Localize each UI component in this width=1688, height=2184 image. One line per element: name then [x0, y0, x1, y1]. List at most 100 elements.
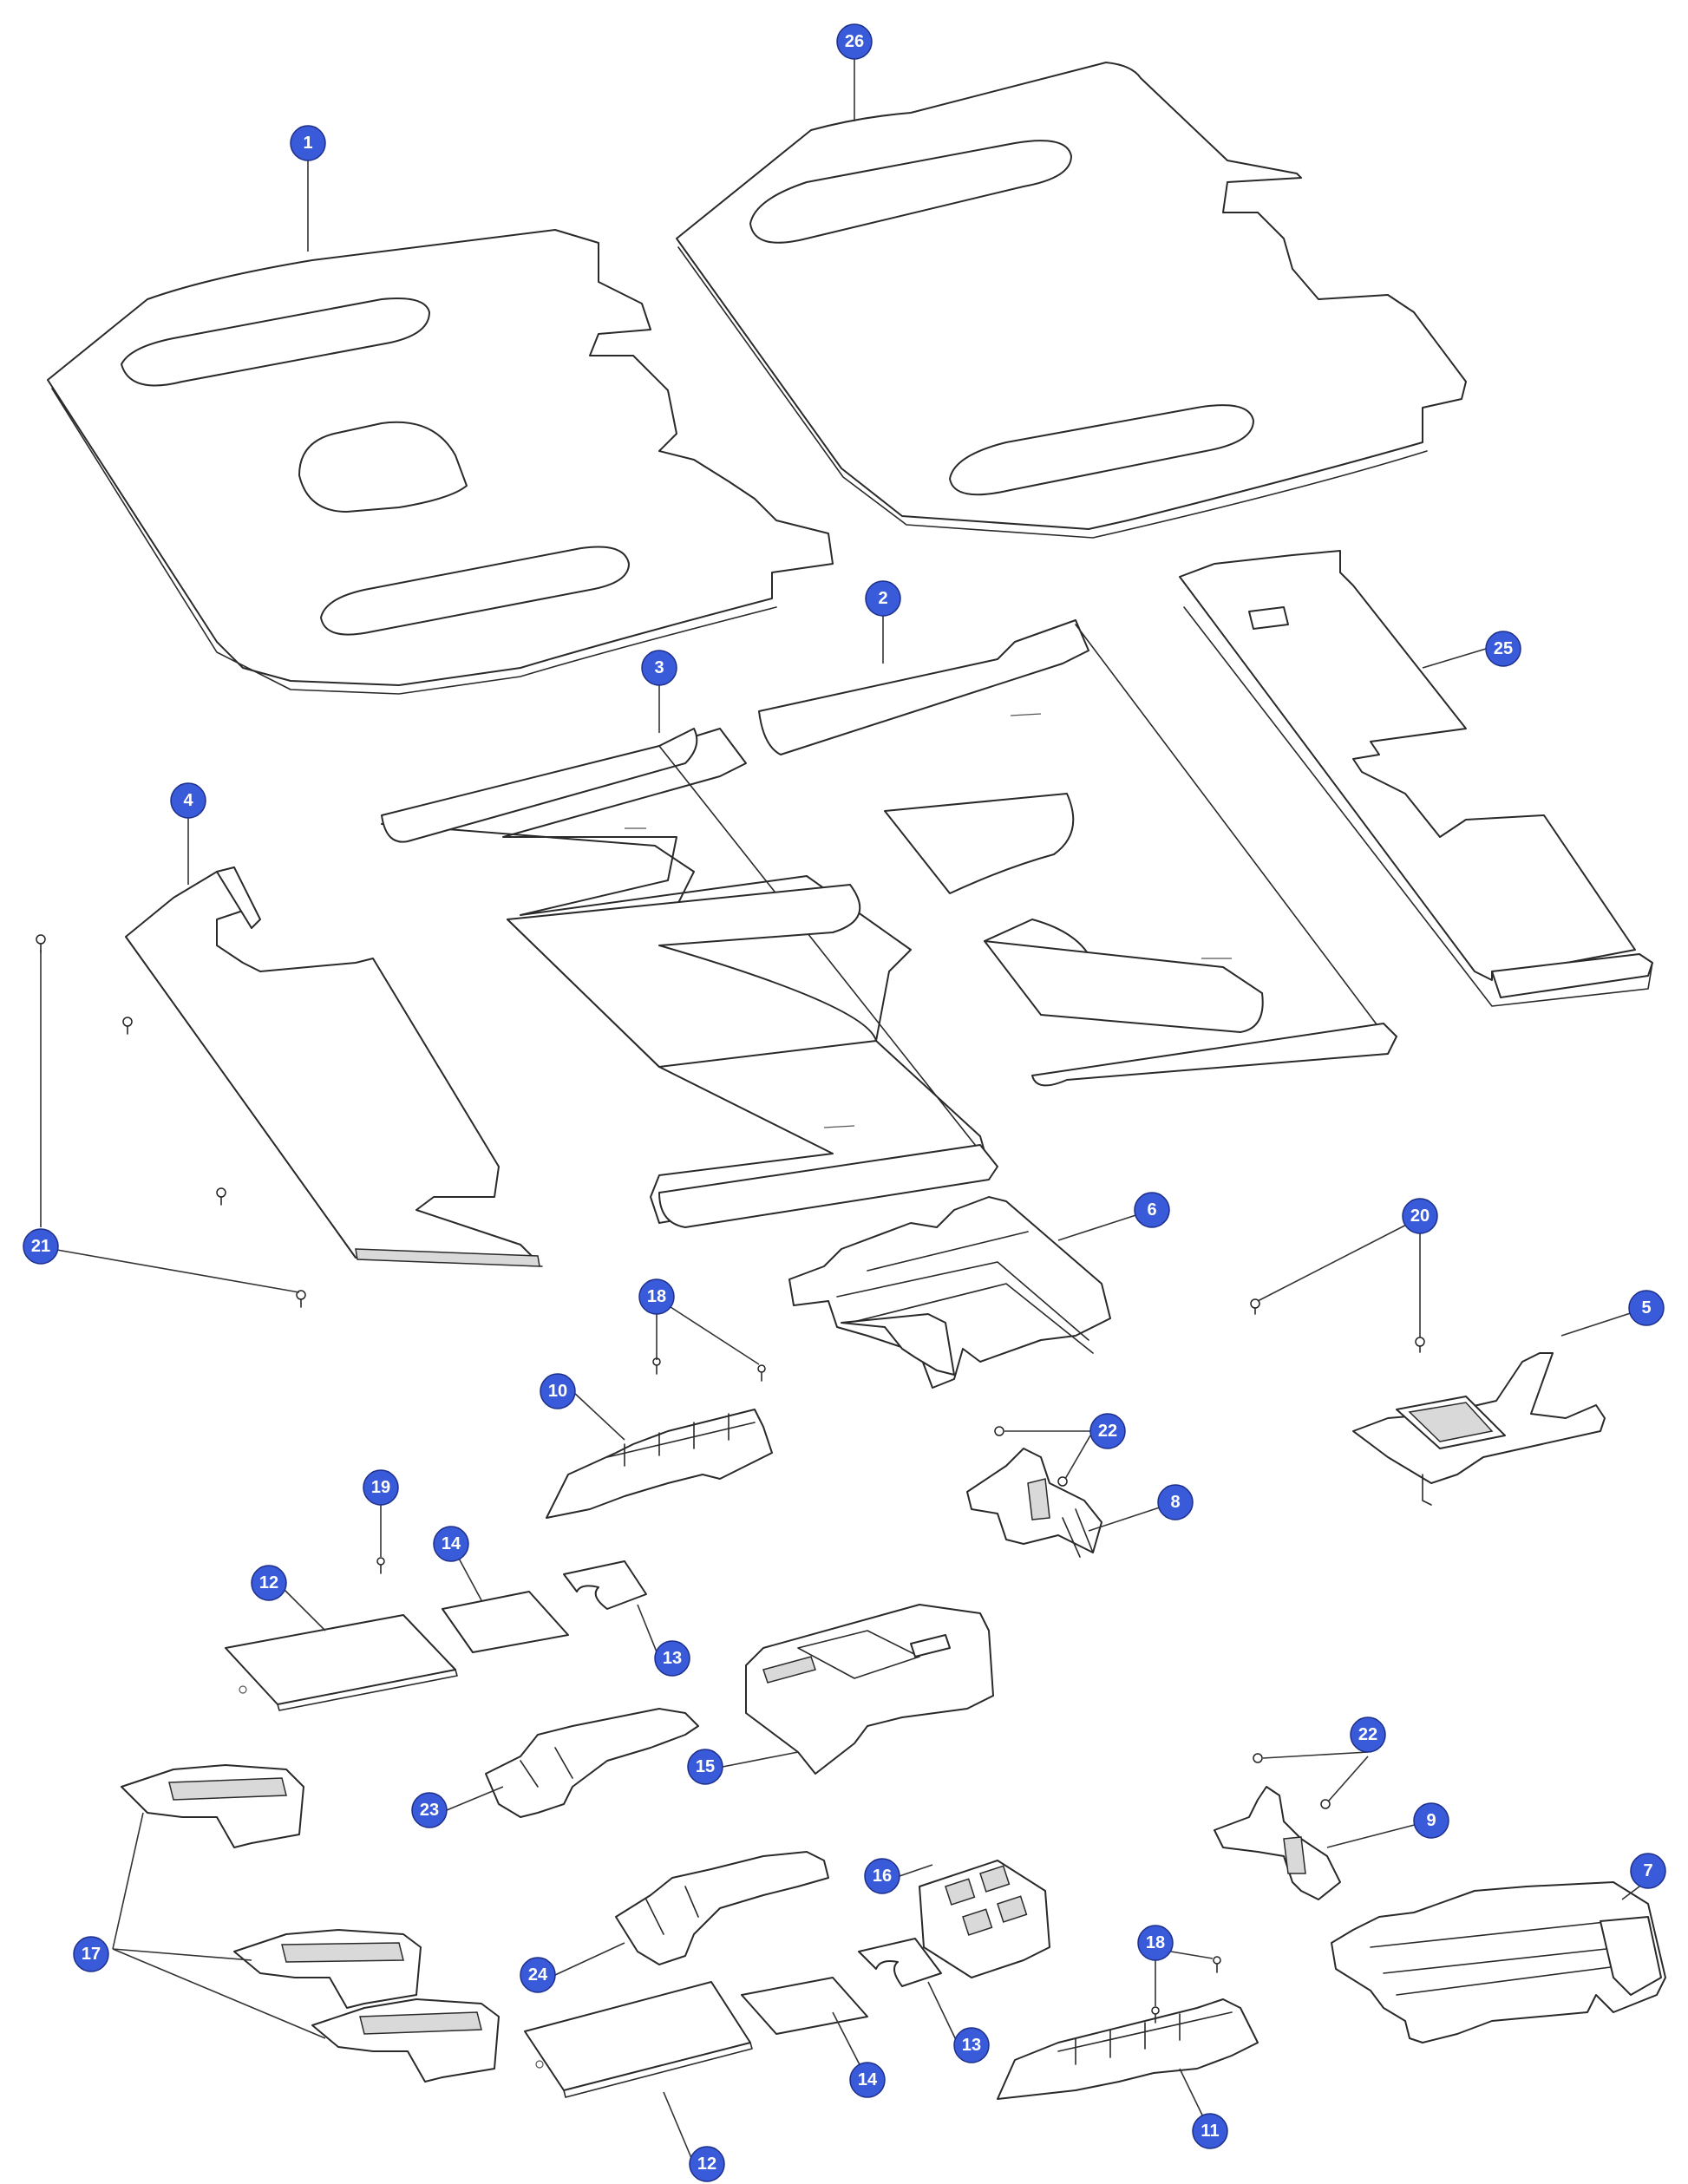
callout-23: 23	[411, 1792, 448, 1828]
nut-22-d	[1320, 1799, 1331, 1809]
svg-text:18: 18	[647, 1287, 666, 1306]
part-24-rail	[615, 1851, 829, 1965]
svg-text:24: 24	[528, 1965, 548, 1985]
part-14-pad-upper	[442, 1591, 569, 1653]
screw-18-b	[757, 1364, 766, 1382]
callout-12-upper: 12	[251, 1565, 287, 1601]
callout-5: 5	[1628, 1290, 1665, 1326]
part-25-side-panel	[1179, 550, 1653, 1007]
part-11-rail	[997, 1998, 1259, 2100]
nut-22-c	[1253, 1753, 1263, 1763]
screw-20-a	[1250, 1298, 1260, 1315]
svg-text:21: 21	[31, 1237, 50, 1256]
svg-text:4: 4	[183, 791, 193, 810]
callout-14-lower: 14	[849, 2062, 886, 2098]
callout-13-upper: 13	[654, 1640, 690, 1677]
nut-22-a	[994, 1426, 1004, 1436]
part-5-bracket	[1352, 1352, 1606, 1506]
svg-text:11: 11	[1201, 2122, 1219, 2141]
callout-26: 26	[836, 23, 873, 60]
part-8-latch	[966, 1448, 1102, 1558]
svg-text:13: 13	[663, 1649, 682, 1668]
callout-13-lower: 13	[953, 2027, 990, 2063]
part-15-tray-module	[745, 1604, 994, 1775]
svg-text:9: 9	[1426, 1811, 1436, 1830]
callout-11: 11	[1192, 2113, 1228, 2149]
part-1-floor-mat	[47, 229, 834, 695]
part-12-plate-lower	[524, 1981, 753, 2098]
callout-6: 6	[1134, 1192, 1170, 1228]
svg-text:19: 19	[371, 1478, 390, 1497]
svg-text:13: 13	[962, 2036, 981, 2055]
svg-text:2: 2	[878, 589, 887, 608]
svg-text:20: 20	[1410, 1206, 1430, 1226]
part-17-clip-1	[121, 1764, 304, 1848]
callout-10: 10	[540, 1373, 576, 1409]
screw-21-d	[296, 1290, 306, 1308]
part-9-latch	[1214, 1786, 1341, 1900]
part-17-clip-2	[233, 1929, 422, 2009]
callout-2: 2	[865, 580, 901, 617]
part-14-pad-lower	[741, 1977, 868, 2035]
callout-25: 25	[1485, 631, 1521, 667]
screws	[36, 934, 1425, 2024]
part-13-gasket-lower	[858, 1938, 942, 1987]
callout-14-upper: 14	[433, 1526, 469, 1562]
svg-text:1: 1	[303, 134, 312, 153]
callout-21: 21	[23, 1228, 59, 1265]
callout-1: 1	[290, 125, 326, 161]
callout-9: 9	[1413, 1802, 1449, 1839]
part-6-tray-frame	[788, 1196, 1111, 1389]
callout-8: 8	[1157, 1484, 1194, 1520]
svg-text:17: 17	[82, 1945, 101, 1964]
svg-text:22: 22	[1098, 1422, 1117, 1441]
part-23-rail	[485, 1708, 699, 1818]
part-16-container	[919, 1860, 1050, 1978]
callout-18-upper: 18	[638, 1278, 675, 1315]
part-4-side-panel	[125, 866, 543, 1267]
svg-text:25: 25	[1494, 639, 1513, 658]
callout-12-lower: 12	[689, 2146, 725, 2182]
svg-text:18: 18	[1146, 1933, 1165, 1952]
svg-text:15: 15	[696, 1757, 715, 1776]
screw-18-c	[1151, 2006, 1160, 2024]
svg-text:12: 12	[259, 1573, 278, 1592]
callout-22-upper: 22	[1089, 1413, 1126, 1449]
svg-text:3: 3	[654, 658, 664, 677]
svg-text:6: 6	[1147, 1200, 1156, 1220]
screw-21-c	[216, 1187, 226, 1206]
svg-text:10: 10	[548, 1382, 567, 1401]
part-17-clip-3	[311, 1998, 500, 2083]
callout-18-lower: 18	[1137, 1925, 1174, 1961]
callout-22-lower: 22	[1350, 1716, 1386, 1753]
part-7-tray-frame	[1331, 1881, 1666, 2043]
screw-21-b	[122, 1017, 133, 1035]
nut-22-b	[1057, 1476, 1068, 1487]
screw-19	[376, 1557, 385, 1574]
callout-4: 4	[170, 782, 206, 819]
part-12-plate-upper	[225, 1614, 458, 1711]
svg-text:12: 12	[697, 2155, 716, 2174]
callout-19: 19	[363, 1469, 399, 1506]
callout-20: 20	[1402, 1198, 1438, 1234]
screw-20-b	[1415, 1337, 1425, 1353]
part-10-rail	[546, 1409, 773, 1519]
callout-16: 16	[864, 1858, 900, 1894]
callout-3: 3	[641, 650, 677, 686]
part-2-tray-liner	[758, 619, 1397, 1087]
svg-text:7: 7	[1643, 1861, 1652, 1880]
callout-24: 24	[520, 1957, 556, 1993]
svg-text:8: 8	[1170, 1493, 1180, 1512]
svg-text:26: 26	[845, 32, 864, 51]
svg-text:5: 5	[1641, 1298, 1651, 1318]
part-13-gasket-upper	[563, 1560, 647, 1610]
svg-text:23: 23	[420, 1801, 439, 1820]
callout-7: 7	[1630, 1853, 1666, 1889]
part-3-tray-liner	[381, 728, 998, 1228]
svg-text:22: 22	[1358, 1725, 1377, 1744]
screw-18-d	[1213, 1956, 1221, 1973]
part-26-floor-mat	[676, 62, 1467, 539]
svg-text:14: 14	[442, 1534, 461, 1553]
svg-text:14: 14	[858, 2070, 878, 2089]
